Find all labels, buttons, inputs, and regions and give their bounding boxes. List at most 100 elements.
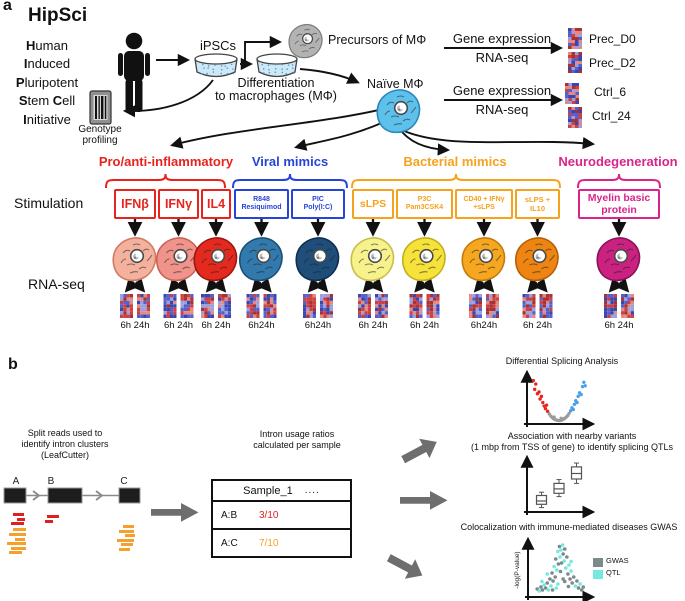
colocalization-point xyxy=(537,589,542,593)
colocalization-point xyxy=(570,581,574,585)
colocalization-point xyxy=(558,569,563,574)
colocalization-point xyxy=(565,555,569,559)
heatmap-icon xyxy=(568,52,582,73)
acronym-line: Induced xyxy=(23,56,71,72)
split-read-bar-red xyxy=(13,513,24,516)
heatmap-icon xyxy=(604,294,617,318)
naive-macrophage-icon xyxy=(376,89,421,134)
split-read-bar-red xyxy=(45,520,53,523)
split-arrow xyxy=(533,277,548,293)
split-arrow xyxy=(124,277,139,293)
colocalization-point xyxy=(566,572,570,576)
sample-prec-d0: Prec_D0 xyxy=(589,32,636,46)
timepoint-label: 6h 24h xyxy=(358,320,388,331)
table-header: Sample_1 .... xyxy=(213,481,350,502)
stimulated-macrophage-icon xyxy=(238,237,283,282)
timepoint-label: 6h 24h xyxy=(604,320,634,331)
differential-splicing-caption: Differential Splicing Analysis xyxy=(505,356,619,366)
heatmap-icon xyxy=(568,28,582,49)
stimulus-box: sLPS xyxy=(352,189,394,219)
split-read-bar-orange xyxy=(125,534,135,537)
ipscs-label: iPSCs xyxy=(199,38,237,53)
split-read-bar-orange xyxy=(13,528,26,531)
heatmap-icon xyxy=(218,294,231,318)
volcano-point xyxy=(576,394,580,399)
stimulated-macrophage-icon xyxy=(596,237,641,282)
volcano-point xyxy=(572,402,577,406)
split-read-bar-orange xyxy=(9,533,26,536)
volcano-point xyxy=(537,390,541,394)
colocalization-point xyxy=(562,579,567,584)
split-read-bar-orange xyxy=(9,551,22,554)
sample-prec-d2: Prec_D2 xyxy=(589,56,636,70)
stimulation-arrows xyxy=(124,219,630,293)
volcano-point xyxy=(544,403,549,407)
colocalization-point xyxy=(556,582,560,586)
petri-dish-icons xyxy=(194,53,298,78)
misc-decor xyxy=(200,23,421,134)
volcano-point xyxy=(583,384,587,388)
split-read-bar-orange xyxy=(117,539,134,542)
split-arrow xyxy=(527,277,542,293)
heatmap-icon xyxy=(320,294,333,318)
colocalization-point xyxy=(550,571,554,575)
acronym-line: Stem Cell xyxy=(18,93,76,109)
split-reads-caption: Split reads used to identify intron clus… xyxy=(21,428,109,460)
volcano-point xyxy=(571,407,576,412)
colocalization-point xyxy=(554,586,559,590)
split-arrow xyxy=(168,277,183,293)
heatmap-icon xyxy=(539,294,553,318)
heatmap-icon xyxy=(201,294,214,318)
table-row: A:B 3/10 xyxy=(213,502,350,530)
row-label-rnaseq: RNA-seq xyxy=(28,276,85,292)
colocalization-point xyxy=(559,548,563,552)
heatmap-icon xyxy=(621,294,634,318)
table-cell-key: A:C xyxy=(221,537,238,549)
category-header-1: Pro/anti-inflammatory xyxy=(98,154,234,169)
stimulated-macrophage-icon xyxy=(350,237,395,282)
human-donor-icon xyxy=(118,32,150,112)
legend-swatch-qtl xyxy=(593,570,603,579)
timepoint-label: 6h24h xyxy=(304,320,332,331)
colocalization-point xyxy=(546,588,551,592)
genotype-label: Genotype profiling xyxy=(78,124,122,146)
volcano-point xyxy=(539,394,544,399)
colocalization-point xyxy=(568,577,572,581)
timepoint-label: 6h24h xyxy=(470,320,498,331)
rnaseq-method-1: RNA-seq xyxy=(475,50,529,65)
stimulated-macrophage-icon xyxy=(461,237,506,282)
colocalization-point xyxy=(562,559,567,563)
heatmap-icon xyxy=(522,294,536,318)
split-read-bar-orange xyxy=(119,548,130,551)
heatmap-icon xyxy=(409,294,423,318)
volcano-point xyxy=(552,415,556,419)
exon-a-label: A xyxy=(13,476,20,487)
split-arrow xyxy=(473,277,488,293)
stimulus-box: IFNγ xyxy=(158,189,199,219)
association-caption: Association with nearby variants (1 mbp … xyxy=(471,431,673,452)
heatmap-icon xyxy=(469,294,482,318)
stimulated-macrophage-icon xyxy=(155,237,200,282)
precursors-label: Precursors of MΦ xyxy=(328,33,427,47)
mini-plot-axes xyxy=(520,369,596,601)
split-read-bar-orange xyxy=(123,525,134,528)
legend-label-gwas: GWAS xyxy=(606,556,629,565)
acronym-line: Pluripotent xyxy=(15,74,79,90)
category-bracket xyxy=(232,173,348,189)
colocalization-point xyxy=(562,547,567,551)
stimulus-box: IL4 xyxy=(201,189,231,219)
split-arrow xyxy=(257,277,272,293)
heatmap-icon xyxy=(358,294,371,318)
legend-label-qtl: QTL xyxy=(606,568,621,577)
split-read-bar-orange xyxy=(15,538,25,541)
volcano-point xyxy=(538,397,542,401)
split-read-bar-orange xyxy=(11,547,26,550)
category-bracket xyxy=(577,173,661,189)
sample-ctrl-24: Ctrl_24 xyxy=(592,109,631,123)
colocalization-point xyxy=(578,582,582,586)
timepoint-label: 6h24h xyxy=(248,320,275,331)
category-bracket xyxy=(351,173,561,189)
